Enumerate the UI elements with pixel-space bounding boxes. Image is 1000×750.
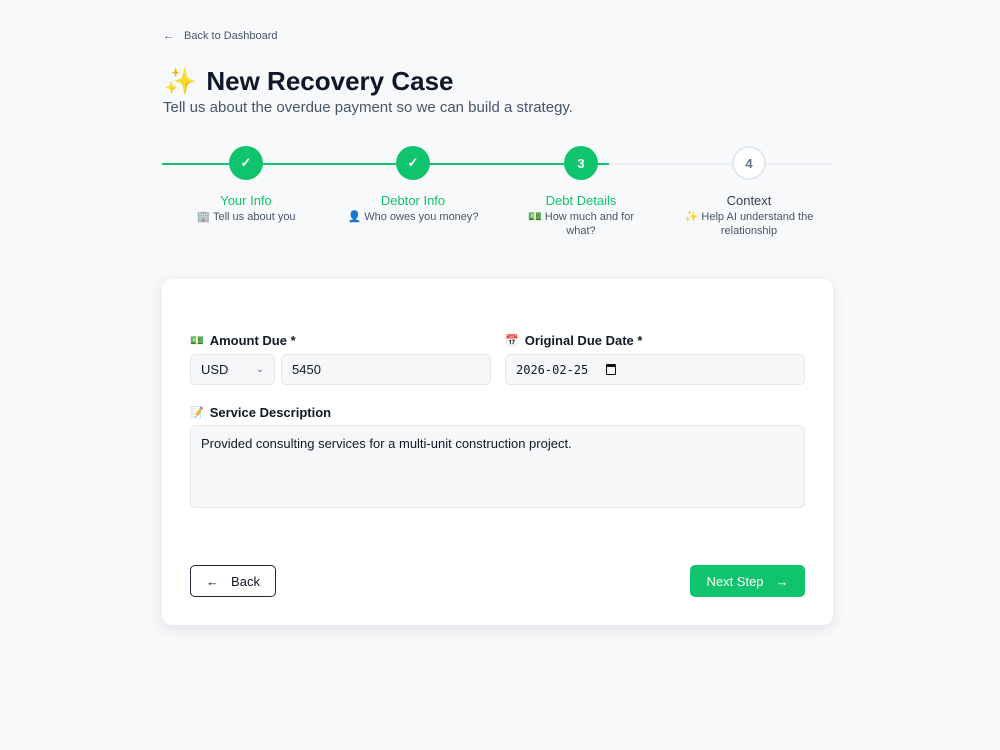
page-title: ✨ New Recovery Case: [164, 66, 454, 96]
page-subtitle: Tell us about the overdue payment so we …: [163, 99, 573, 116]
chevron-down-icon: ⌄: [255, 364, 264, 375]
step-context: 4 Context ✨ Help AI understand the relat…: [665, 146, 833, 238]
due-date-input[interactable]: 2026-02-25: [505, 354, 805, 385]
service-description-textarea[interactable]: Provided consulting services for a multi…: [190, 425, 805, 508]
step-debtor-info: ✓ Debtor Info 👤 Who owes you money?: [329, 146, 497, 224]
back-to-dashboard-link[interactable]: ← Back to Dashboard: [163, 30, 278, 42]
money-icon: 💵: [527, 211, 542, 223]
next-step-button[interactable]: Next Step→: [690, 565, 805, 597]
sparkles-icon: ✨: [164, 66, 197, 96]
person-icon: 👤: [347, 211, 362, 223]
sparkles-icon: ✨: [684, 211, 699, 223]
arrow-left-icon: ←: [206, 573, 220, 589]
building-icon: 🏢: [196, 211, 211, 223]
currency-select[interactable]: USD⌄: [190, 354, 275, 385]
amount-input[interactable]: 5450: [281, 354, 491, 385]
step-number: 3: [564, 146, 598, 180]
stepper-progress-line: [162, 163, 609, 165]
check-icon: ✓: [396, 146, 430, 180]
debt-details-card: 💵Amount Due * USD⌄ 5450 📅Original Due Da…: [162, 279, 833, 625]
calendar-picker-icon[interactable]: [606, 364, 617, 375]
due-date-label: 📅Original Due Date *: [505, 333, 643, 348]
step-number: 4: [732, 146, 766, 180]
calendar-icon: 📅: [505, 335, 519, 347]
money-icon: 💵: [190, 335, 204, 347]
memo-icon: 📝: [190, 407, 204, 419]
description-label: 📝Service Description: [190, 405, 332, 420]
step-debt-details: 3 Debt Details 💵 How much and for what?: [497, 146, 665, 238]
step-your-info: ✓ Your Info 🏢 Tell us about you: [162, 146, 330, 224]
check-icon: ✓: [229, 146, 263, 180]
arrow-right-icon: →: [775, 573, 789, 589]
amount-label: 💵Amount Due *: [190, 333, 296, 348]
back-button[interactable]: ←Back: [190, 565, 276, 597]
arrow-left-icon: ←: [163, 30, 174, 42]
stepper-track-line: [609, 163, 833, 165]
